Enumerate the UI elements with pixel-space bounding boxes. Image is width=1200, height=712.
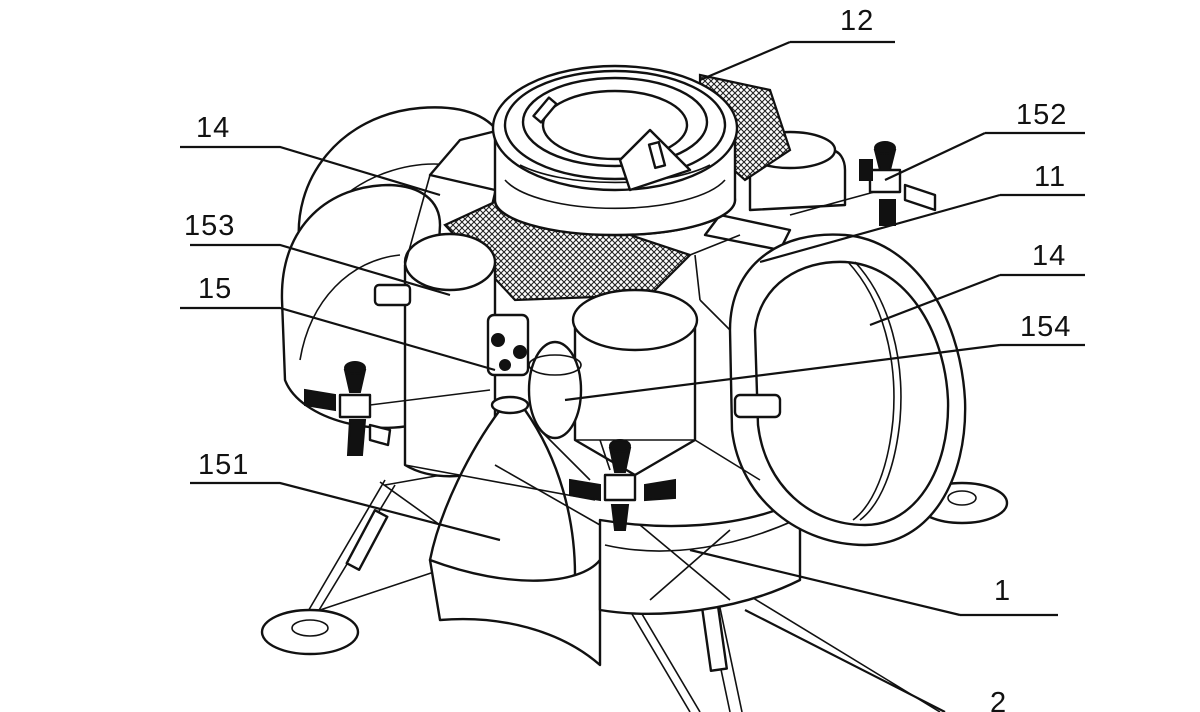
tank-front [571, 288, 699, 477]
footpad-left [260, 608, 360, 656]
engine-nozzle-151 [428, 395, 602, 667]
label-14b: 14 [1032, 240, 1066, 272]
label-12: 12 [840, 5, 874, 37]
reference-labels: 12 14 152 11 153 14 15 154 151 1 2 [184, 5, 1071, 712]
label-1: 1 [994, 575, 1011, 607]
tank-14-right [728, 233, 967, 547]
lower-skirt [598, 498, 802, 615]
leader-lines [180, 40, 1085, 712]
engine-15 [486, 313, 530, 377]
docking-ring-12 [491, 64, 739, 237]
label-2: 2 [990, 687, 1007, 712]
label-151: 151 [198, 449, 249, 481]
tank-154 [527, 340, 583, 440]
label-15: 15 [198, 273, 232, 305]
label-153: 153 [184, 210, 235, 242]
landing-leg-left [260, 469, 471, 656]
label-11: 11 [1034, 161, 1066, 193]
thruster-cluster-front [569, 439, 676, 531]
thruster-cluster-left [304, 361, 491, 456]
label-154: 154 [1020, 311, 1071, 343]
label-152: 152 [1016, 99, 1067, 131]
label-14a: 14 [196, 112, 230, 144]
tank-153 [373, 232, 497, 478]
